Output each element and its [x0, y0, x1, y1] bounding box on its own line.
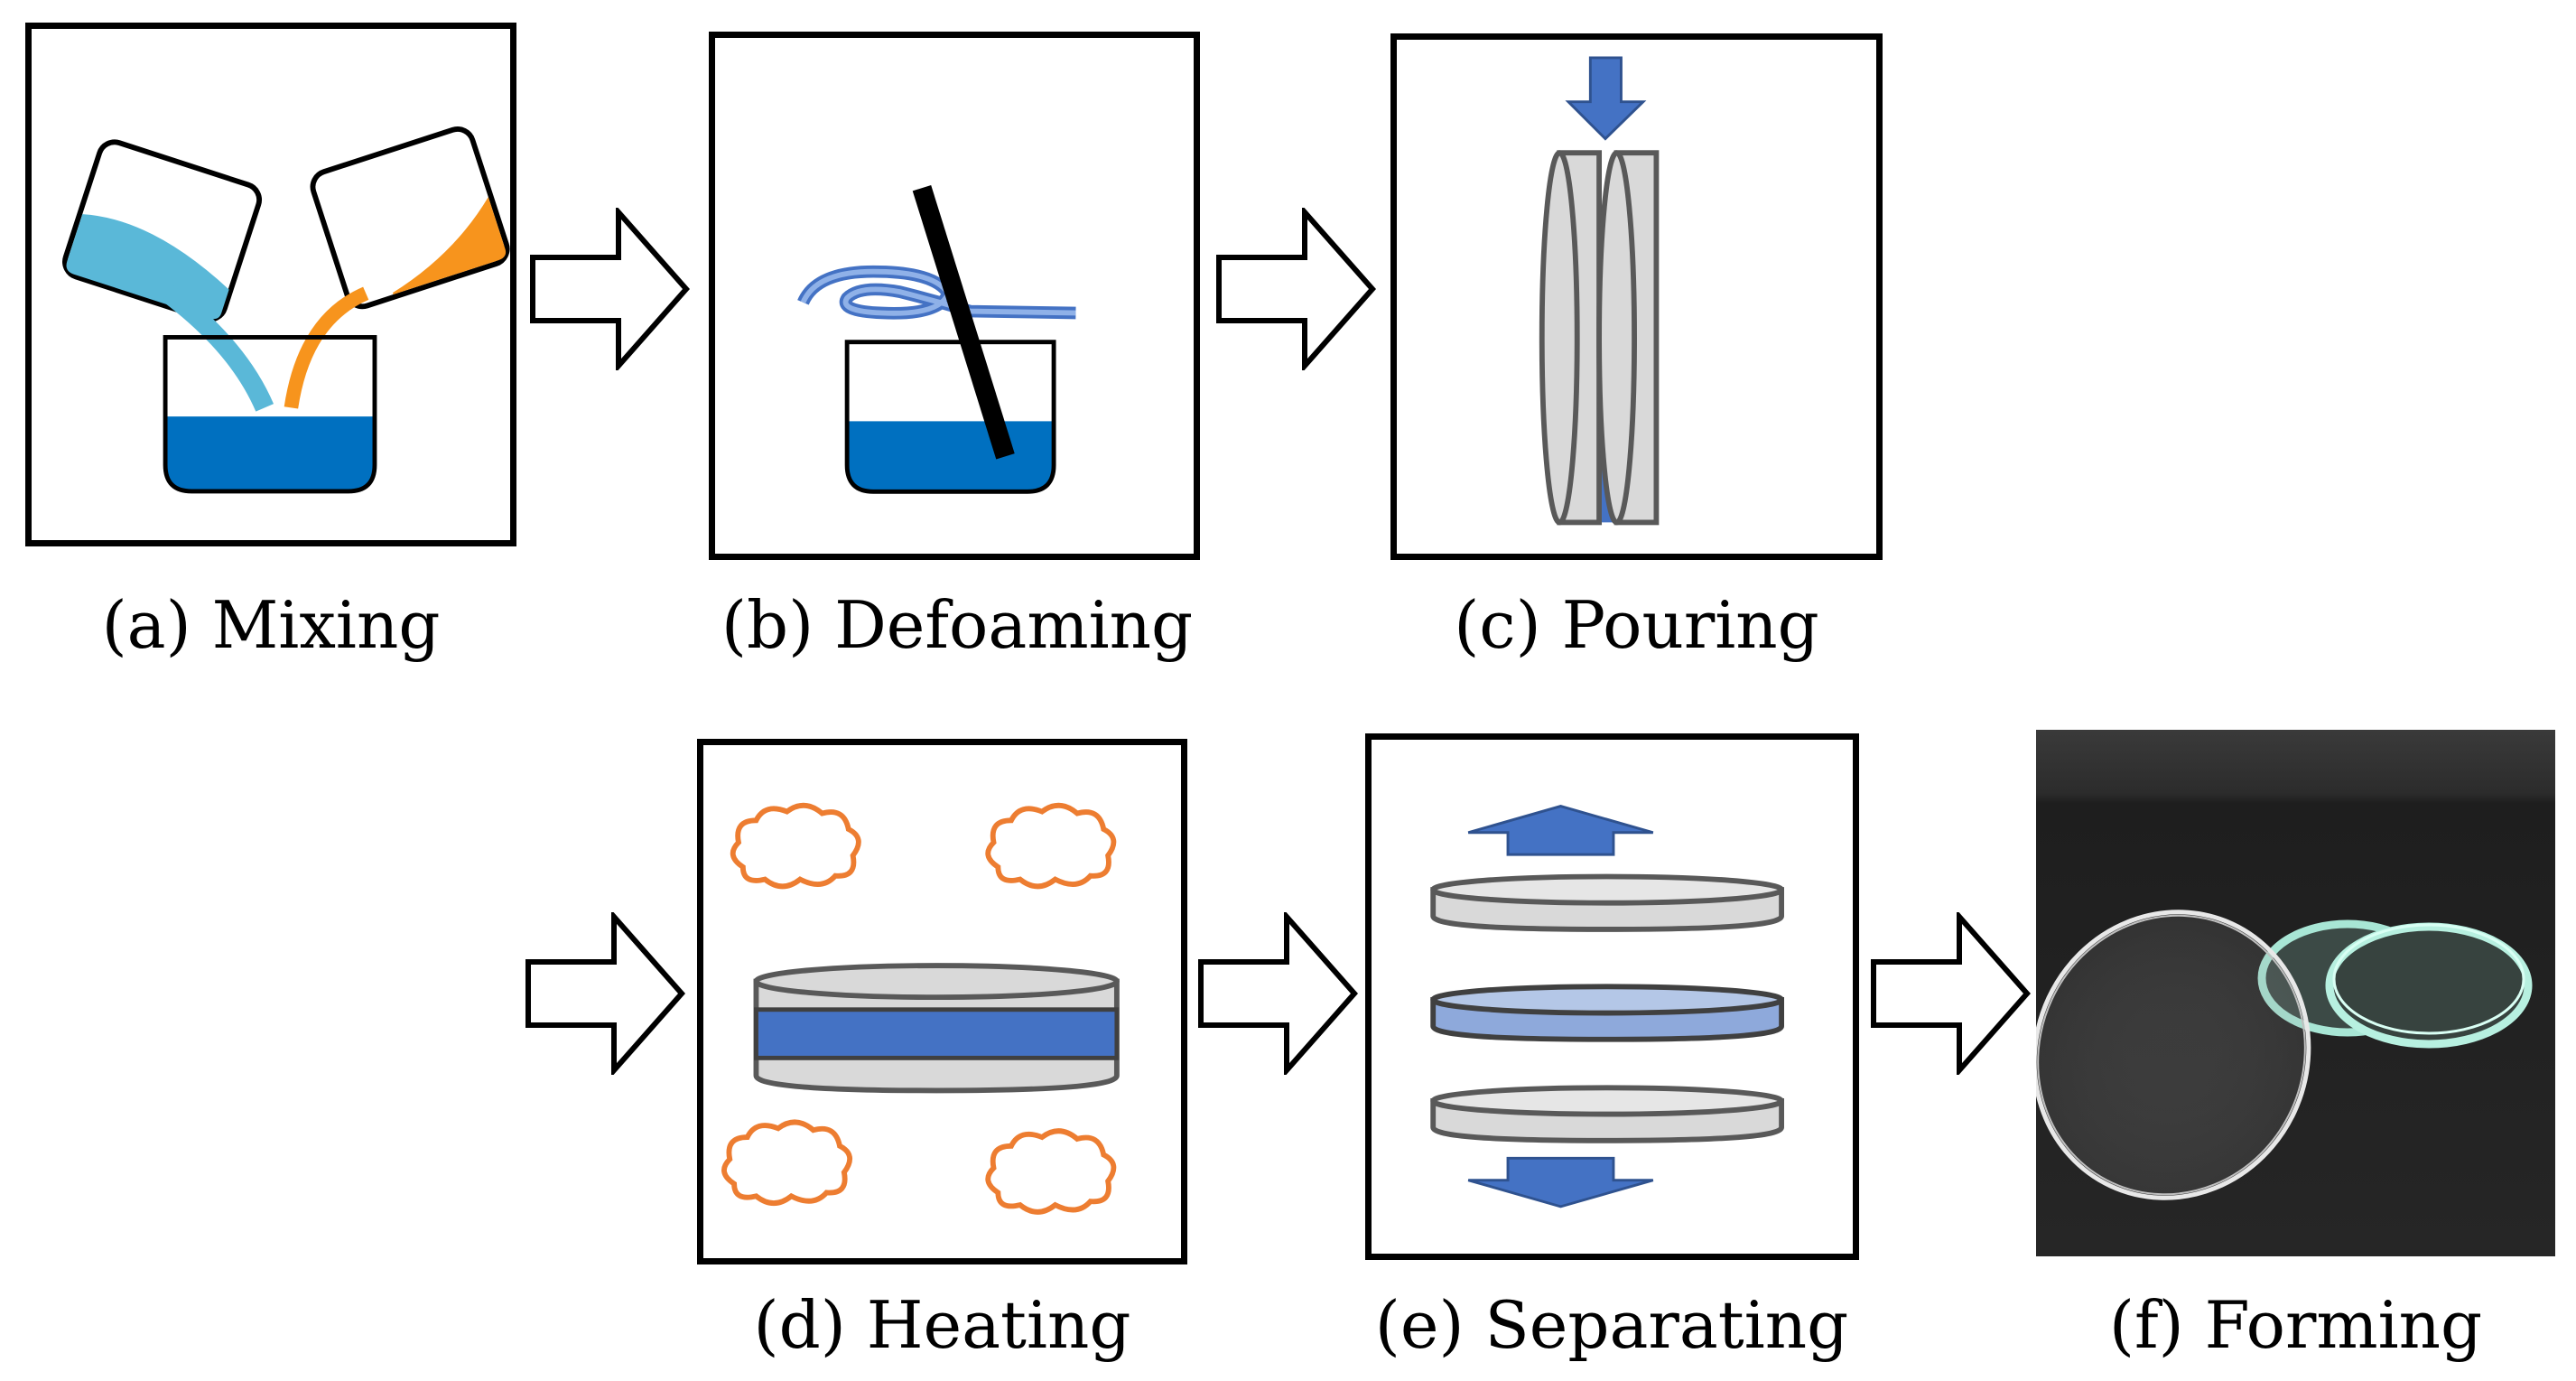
- pouring-illustration: [1539, 56, 1660, 526]
- mold-disc-right: [1596, 150, 1660, 526]
- right-arrow-icon: [530, 208, 691, 370]
- orange-stream: [284, 286, 369, 409]
- heat-cloud-icon: [724, 1122, 850, 1203]
- right-arrow-icon: [525, 912, 686, 1075]
- heat-cloud-icon: [988, 1131, 1113, 1212]
- panel-separating: [1365, 733, 1859, 1260]
- right-arrow-icon: [1216, 208, 1377, 370]
- orange-container: [310, 126, 510, 310]
- lens-disc: [1430, 984, 1784, 1042]
- down-arrow-icon: [1565, 56, 1647, 141]
- formed-lens-photo: [2036, 730, 2555, 1256]
- clear-lens: [2036, 910, 2311, 1200]
- right-arrow-icon: [1198, 912, 1359, 1075]
- heated-mold-stack: [753, 963, 1120, 1094]
- right-arrow-icon: [1871, 912, 2032, 1075]
- panel-pouring: [1390, 33, 1883, 560]
- stirring-rod: [912, 184, 1015, 460]
- panel-defoaming: [709, 32, 1200, 560]
- down-arrow-icon: [1467, 1156, 1654, 1208]
- caption-forming: (f) Forming: [2108, 1287, 2483, 1363]
- mixing-illustration: [62, 126, 510, 494]
- green-lens: [2325, 922, 2533, 1049]
- caption-mixing: (a) Mixing: [101, 587, 441, 663]
- up-arrow-icon: [1467, 805, 1654, 856]
- beaker: [163, 335, 377, 494]
- separating-illustration: [1430, 805, 1784, 1208]
- panel-mixing: [25, 23, 516, 546]
- heat-cloud-icon: [988, 806, 1113, 887]
- caption-defoaming: (b) Defoaming: [721, 587, 1194, 663]
- panel-heating: [697, 739, 1187, 1264]
- caption-heating: (d) Heating: [753, 1287, 1131, 1363]
- cyan-container: [62, 139, 262, 322]
- heating-illustration: [703, 745, 1120, 1258]
- cyan-stream: [162, 285, 274, 412]
- mold-disc-top: [1430, 873, 1784, 932]
- caption-pouring: (c) Pouring: [1454, 587, 1819, 663]
- mold-disc-left: [1539, 150, 1603, 526]
- defoaming-illustration: [797, 184, 1076, 494]
- panel-forming-photo: [2036, 730, 2555, 1256]
- heat-cloud-icon: [733, 806, 859, 887]
- mold-disc-bottom: [1430, 1085, 1784, 1143]
- caption-separating: (e) Separating: [1374, 1287, 1849, 1363]
- beaker: [844, 340, 1056, 494]
